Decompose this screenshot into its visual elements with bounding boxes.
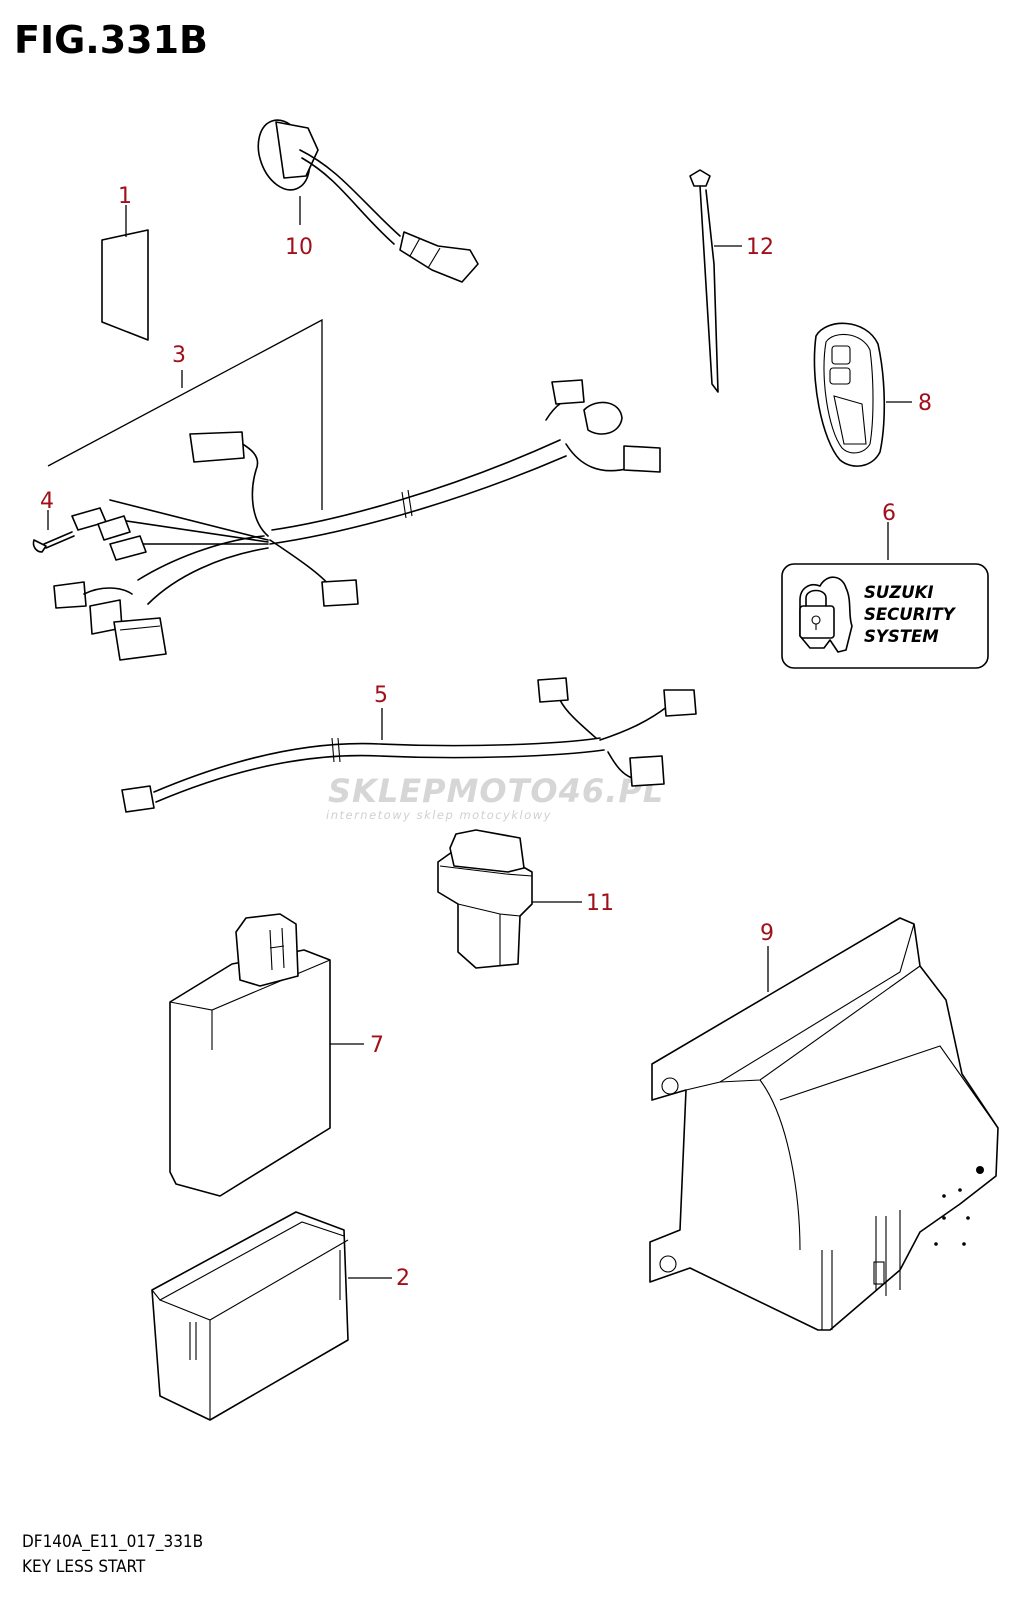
callout-4: 4	[40, 489, 54, 514]
callout-8: 8	[918, 391, 932, 416]
footer-figure-name: KEY LESS START	[22, 1557, 146, 1577]
watermark-main: SKLEPMOTO46.PL	[328, 772, 665, 810]
callout-3: 3	[172, 343, 186, 368]
part-3-main-harness[interactable]	[47, 318, 661, 661]
part-6-security-label[interactable]: SUZUKI SECURITY SYSTEM	[781, 522, 989, 669]
footer-figure-code: DF140A_E11_017_331B	[22, 1532, 204, 1552]
figure-title: FIG.331B	[14, 18, 209, 62]
part-2-holder[interactable]	[151, 1211, 392, 1421]
security-label-line3: SYSTEM	[864, 627, 939, 646]
callout-1: 1	[118, 184, 132, 209]
part-7-control-unit[interactable]	[169, 913, 364, 1197]
callout-12: 12	[746, 235, 774, 260]
part-12-cable-tie[interactable]	[689, 169, 742, 393]
part-5-sub-harness[interactable]	[121, 677, 697, 813]
part-4-screw[interactable]	[32, 510, 75, 553]
callout-7: 7	[370, 1033, 384, 1058]
callout-9: 9	[760, 921, 774, 946]
security-label-line2: SECURITY	[864, 605, 957, 624]
callout-11: 11	[586, 891, 614, 916]
part-11-relay[interactable]	[437, 829, 582, 969]
part-9-cover[interactable]	[649, 917, 999, 1331]
security-label-line1: SUZUKI	[864, 583, 934, 602]
callout-6: 6	[882, 501, 896, 526]
watermark-sub: internetowy sklep motocyklowy	[326, 808, 552, 822]
part-10-connector[interactable]	[249, 113, 479, 283]
part-1-card[interactable]	[101, 205, 149, 341]
callout-5: 5	[374, 683, 388, 708]
callout-10: 10	[285, 235, 313, 260]
callout-2: 2	[396, 1266, 410, 1291]
part-8-key-fob[interactable]	[813, 322, 912, 467]
